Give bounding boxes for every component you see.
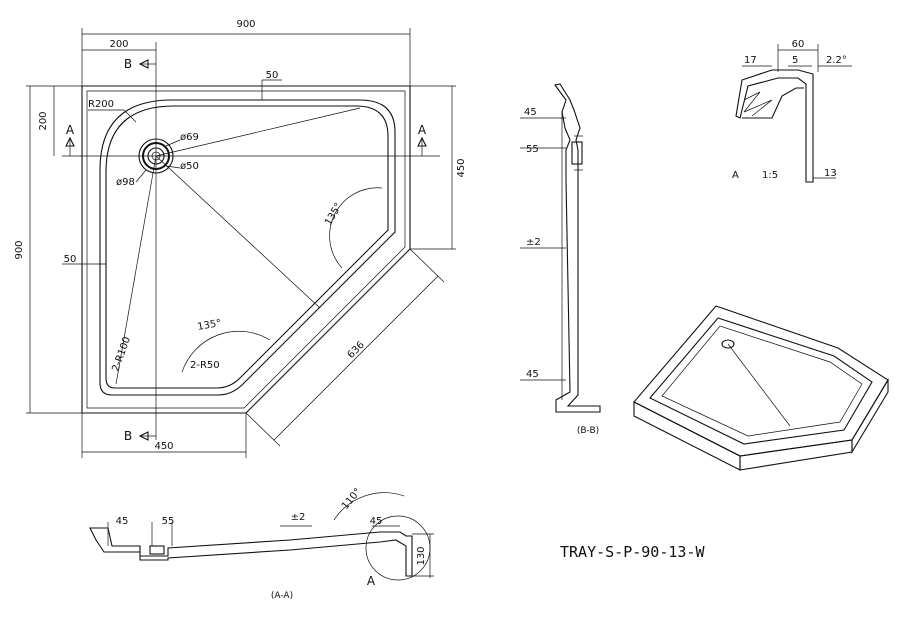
- slope-line-top: [155, 107, 361, 157]
- section-marker-b-top: B: [124, 57, 132, 71]
- detail-dim-60: 60: [792, 39, 805, 50]
- waste-flange-dia: ø98: [116, 177, 135, 188]
- angle-lower: 135°: [197, 318, 223, 333]
- dim-left-offset: 200: [38, 111, 49, 130]
- dim-bottom-width: 450: [154, 441, 173, 452]
- detail-scale: 1:5: [762, 170, 778, 181]
- bb-dim-waste: 55: [526, 144, 539, 155]
- dim-left-rim: 50: [64, 254, 77, 265]
- bb-dim-bottom: 45: [526, 369, 539, 380]
- bb-caption: (B-B): [577, 426, 599, 436]
- radius-small-left: 2-R100: [110, 335, 133, 373]
- section-marker-a-right: A: [418, 123, 427, 137]
- tray-outer-outline: [81, 85, 411, 414]
- aa-dim-angle: 110°: [340, 486, 364, 512]
- basin-outline-inner: [105, 105, 389, 389]
- aa-dim-tol: ±2: [291, 512, 306, 523]
- section-aa-view: 45 55 ±2 110° 45 130 A (A-A): [89, 486, 434, 601]
- waste-outlet: [138, 138, 174, 174]
- aa-detail-marker: A: [367, 574, 376, 588]
- section-bb-view: 45 55 ±2 45 (B-B): [520, 83, 601, 436]
- angle-arc-upper: [329, 187, 383, 269]
- basin-outline-outer: [99, 99, 396, 396]
- isometric-view: [633, 305, 889, 471]
- section-marker-a-left: A: [66, 123, 75, 137]
- section-marker-b-bottom: B: [124, 429, 132, 443]
- angle-upper: 135°: [323, 201, 345, 227]
- detail-a-view: 60 17 5 2.2° 13 A 1:5: [732, 39, 852, 183]
- model-code: TRAY-S-P-90-13-W: [560, 543, 705, 561]
- radius-corner: R200: [88, 99, 114, 110]
- radius-small-bottom: 2-R50: [190, 360, 220, 371]
- aa-dim-height: 130: [416, 546, 427, 565]
- aa-dim-right: 45: [370, 516, 383, 527]
- aa-dim-waste: 55: [162, 516, 175, 527]
- dim-diagonal: 636: [346, 340, 367, 361]
- slope-line-diagonal: [155, 155, 321, 309]
- angle-arc-lower: [181, 330, 271, 373]
- dim-overall-height: 900: [14, 240, 25, 259]
- aa-dim-left: 45: [116, 516, 129, 527]
- slope-line-left: [115, 155, 157, 385]
- dim-top-rim: 50: [266, 70, 279, 81]
- detail-label: A: [732, 170, 739, 181]
- plan-dimensions: [26, 28, 456, 458]
- waste-inner-dia: ø50: [180, 161, 199, 172]
- dim-top-offset: 200: [109, 39, 128, 50]
- tray-rim-line: [86, 90, 406, 409]
- detail-dim-5: 5: [792, 55, 798, 66]
- dim-overall-width: 900: [236, 19, 255, 30]
- detail-dim-17: 17: [744, 55, 757, 66]
- dim-right-height: 450: [456, 158, 467, 177]
- bb-dim-tol: ±2: [526, 237, 541, 248]
- detail-dim-angle: 2.2°: [826, 55, 847, 66]
- bb-dim-top: 45: [524, 107, 537, 118]
- waste-outer-dia: ø69: [180, 132, 199, 143]
- detail-dim-13: 13: [824, 168, 837, 179]
- aa-caption: (A-A): [271, 591, 293, 601]
- plan-view: 900 200 900 200 450 450 636 50 50 R200 2…: [14, 19, 467, 458]
